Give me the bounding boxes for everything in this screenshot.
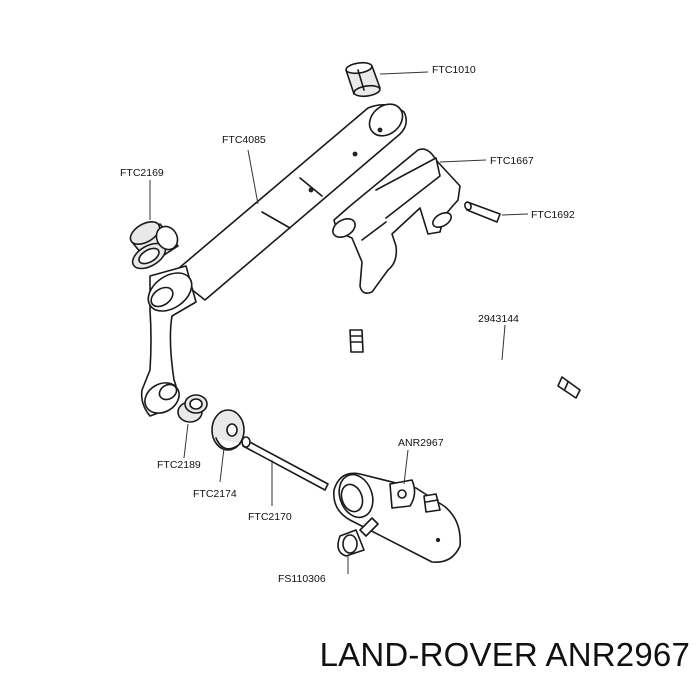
leader-ftc1010	[379, 71, 429, 75]
label-ftc2169: FTC2169	[120, 167, 164, 179]
leader-ftc2189	[183, 423, 189, 459]
label-ftc2189: FTC2189	[157, 459, 201, 471]
part-2943144-hose	[349, 329, 581, 399]
leader-ftc1692	[501, 213, 529, 216]
label-ftc2174: FTC2174	[193, 488, 237, 500]
leader-ftc4085	[247, 149, 259, 205]
leader-ftc1667	[439, 159, 487, 163]
label-ftc1667: FTC1667	[490, 155, 534, 167]
leader-2943144	[501, 324, 506, 361]
leader-anr2967	[403, 449, 409, 485]
label-anr2967: ANR2967	[398, 437, 444, 449]
part-anr2967-slave-cylinder	[333, 472, 461, 563]
part-ftc2170-pushrod	[241, 436, 329, 491]
part-ftc2189-bush	[177, 394, 208, 423]
part-ftc2174-cup	[211, 409, 245, 451]
part-ftc1010-bushing	[345, 61, 381, 98]
label-ftc2170: FTC2170	[248, 511, 292, 523]
part-number-caption: LAND-ROVER ANR2967	[319, 636, 690, 673]
label-2943144: 2943144	[478, 313, 519, 325]
label-ftc1010: FTC1010	[432, 64, 476, 76]
label-ftc1692: FTC1692	[531, 209, 575, 221]
label-ftc4085: FTC4085	[222, 134, 266, 146]
part-ftc1692-pin	[464, 201, 501, 223]
part-ftc2169-bush	[129, 221, 179, 270]
leader-ftc2174	[219, 447, 225, 483]
part-ftc4085-shaft	[171, 103, 408, 301]
part-lever-arm	[140, 265, 197, 417]
part-ftc1667-fork	[332, 148, 461, 294]
label-fs110306: FS110306	[278, 573, 326, 585]
